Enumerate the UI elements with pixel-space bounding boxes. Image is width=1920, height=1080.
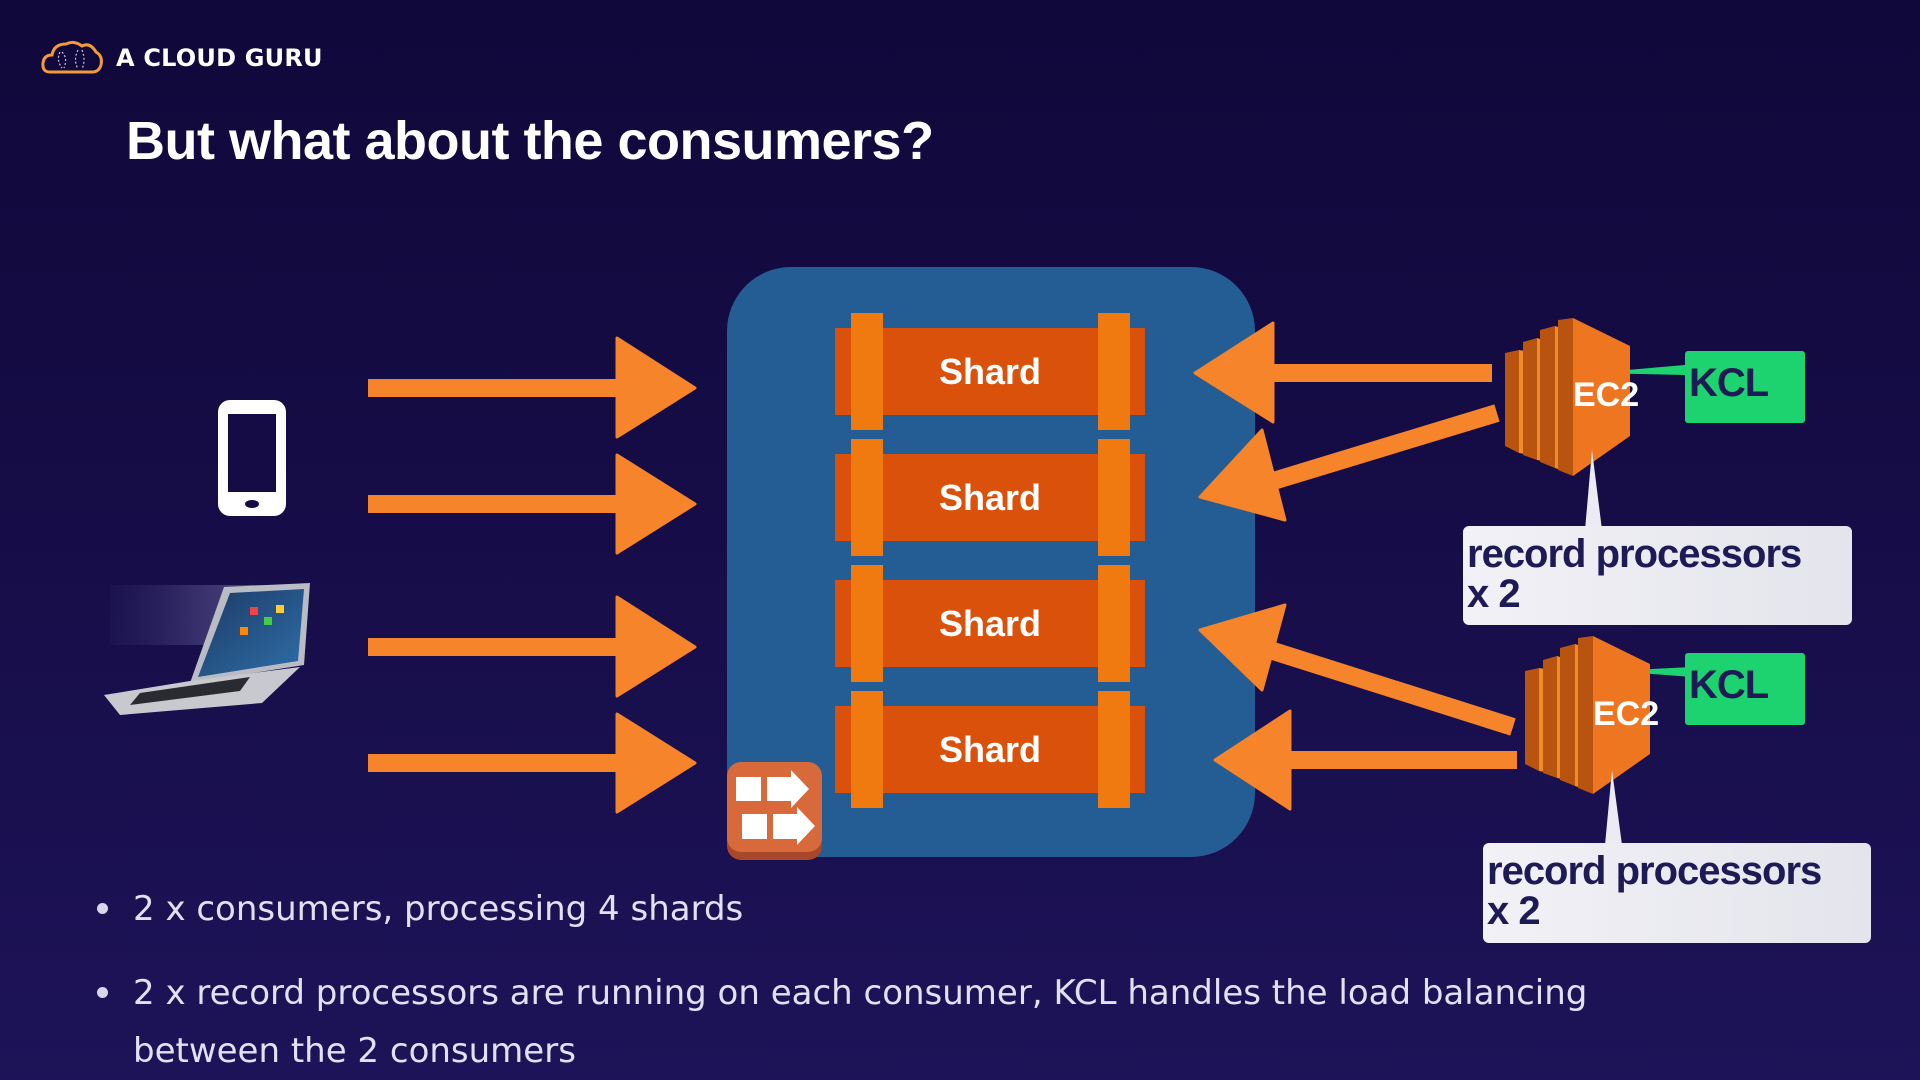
record-processors-callout-2: record processors x 2 (1483, 843, 1871, 943)
callout-text: record processors x 2 (1487, 849, 1822, 933)
shard-label: Shard (938, 603, 1042, 644)
cloud-logo-icon (41, 40, 103, 74)
callout-line-2: x 2 (1487, 889, 1541, 933)
shard-body (835, 454, 1145, 541)
phone-icon (218, 400, 286, 516)
callout-line-1: record processors (1487, 849, 1822, 893)
bullet-dot (97, 987, 108, 998)
bullet-text: 2 x record processors are running on eac… (133, 973, 1588, 1071)
shard-4: Shard (835, 691, 1145, 808)
callout-pointer-1 (1585, 450, 1602, 530)
kinesis-stream-icon (727, 762, 822, 860)
kcl-connector-2 (1612, 667, 1692, 677)
shard-body (835, 706, 1145, 793)
shard-cap-left (851, 691, 883, 808)
consumer-arrow-4 (1213, 709, 1517, 811)
ec2-instance-icon (1525, 636, 1650, 794)
bullet-item: 2 x record processors are running on eac… (90, 964, 1633, 1080)
shard-cap-left (851, 565, 883, 682)
kcl-badge: KCL (1685, 653, 1805, 725)
bullet-list: 2 x consumers, processing 4 shards 2 x r… (90, 880, 1790, 1080)
producer-arrow-3 (368, 595, 697, 698)
shard-2: Shard (835, 439, 1145, 556)
bullet-item: 2 x consumers, processing 4 shards (90, 880, 1790, 938)
kcl-label: KCL (1689, 663, 1769, 707)
shard-cap-right (1098, 691, 1130, 808)
ec2-instance-icon (1505, 318, 1630, 476)
bullet-dot (97, 903, 108, 914)
shard-cap-left (851, 313, 883, 430)
shard-body (835, 328, 1145, 415)
shard-body (835, 580, 1145, 667)
producer-arrow-4 (368, 712, 697, 814)
shard-label: Shard (938, 729, 1042, 770)
shard-cap-right (1098, 565, 1130, 682)
producer-arrow-1 (368, 336, 697, 439)
shard-1: Shard (835, 313, 1145, 430)
callout-line-1: record processors (1467, 532, 1802, 576)
shard-cap-right (1098, 439, 1130, 556)
callout-line-2: x 2 (1467, 572, 1521, 616)
shard-label: Shard (938, 351, 1042, 392)
kcl-label: KCL (1689, 361, 1769, 405)
bullet-text: 2 x consumers, processing 4 shards (133, 889, 744, 929)
callout-text: record processors x 2 (1467, 532, 1802, 616)
producer-arrow-2 (368, 453, 697, 555)
laptop-image (104, 583, 310, 715)
ec2-label: EC2 (1573, 376, 1640, 414)
slide-title: But what about the consumers? (126, 111, 934, 171)
record-processors-callout-1: record processors x 2 (1463, 526, 1852, 625)
shard-3: Shard (835, 565, 1145, 682)
brand-name: A CLOUD GURU (116, 44, 323, 72)
shard-label: Shard (938, 477, 1042, 518)
kcl-badge: KCL (1685, 351, 1805, 423)
ec2-label: EC2 (1593, 695, 1660, 733)
callout-pointer-2 (1605, 770, 1622, 845)
shard-cap-right (1098, 313, 1130, 430)
shard-cap-left (851, 439, 883, 556)
